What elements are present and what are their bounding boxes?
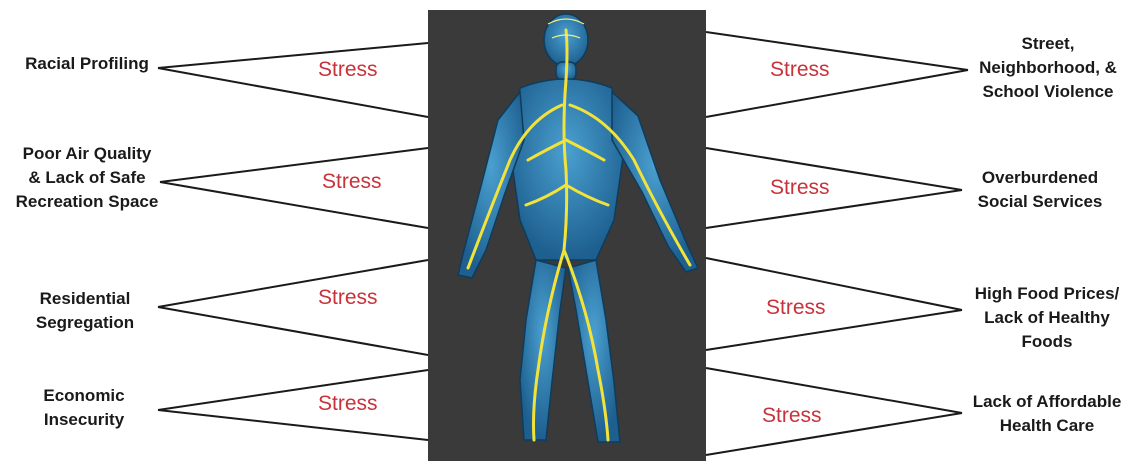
connector-line [158, 307, 428, 355]
nervous-system-panel [428, 10, 706, 461]
factor-food-prices: High Food Prices/ Lack of Healthy Foods [962, 282, 1132, 354]
factor-racial-profiling: Racial Profiling [14, 52, 160, 76]
connector-line [706, 32, 968, 70]
connector-line [158, 43, 428, 68]
factor-economic-insecurity: Economic Insecurity [26, 384, 142, 432]
connector-line [158, 260, 428, 307]
factor-residential-segregation: Residential Segregation [20, 287, 150, 335]
connector-line [706, 368, 962, 413]
stress-label: Stress [318, 392, 378, 416]
stress-label: Stress [770, 58, 830, 82]
stress-label: Stress [766, 296, 826, 320]
stress-label: Stress [770, 176, 830, 200]
connector-line [160, 148, 428, 182]
connector-line [706, 310, 962, 350]
stress-label: Stress [762, 404, 822, 428]
connector-line [160, 182, 428, 228]
stress-label: Stress [318, 58, 378, 82]
factor-social-services: Overburdened Social Services [968, 166, 1112, 214]
factor-health-care: Lack of Affordable Health Care [962, 390, 1132, 438]
factor-violence: Street, Neighborhood, & School Violence [964, 32, 1132, 104]
connector-line [158, 410, 428, 440]
connector-line [158, 68, 428, 117]
connector-line [706, 413, 962, 455]
connector-line [706, 190, 962, 228]
stress-label: Stress [318, 286, 378, 310]
connector-line [706, 258, 962, 310]
connector-line [158, 370, 428, 410]
factor-air-quality-recreation: Poor Air Quality & Lack of Safe Recreati… [4, 142, 170, 214]
stress-label: Stress [322, 170, 382, 194]
connector-line [706, 148, 962, 190]
connector-line [706, 70, 968, 117]
human-nervous-system-figure-icon [428, 10, 706, 461]
